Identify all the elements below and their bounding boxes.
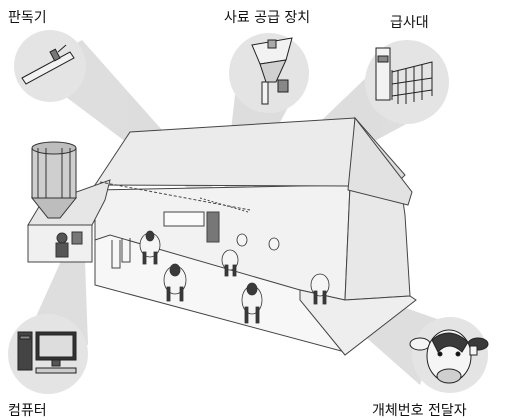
- label-transmitter: 개체번호 전달자: [372, 403, 467, 419]
- feeder-station-unit: [206, 211, 220, 243]
- cow-icon: [310, 273, 330, 305]
- label-feed-stall: 급사대: [390, 15, 429, 31]
- barn-roof-front-right: [299, 289, 417, 356]
- computer-icon: [17, 331, 77, 374]
- cow-icon: [241, 282, 263, 324]
- cow-icon: [236, 233, 280, 251]
- label-computer: 컴퓨터: [8, 403, 47, 419]
- callouts: [8, 30, 489, 394]
- cow-icon: [221, 249, 239, 277]
- feeder-device-icon: [251, 37, 293, 105]
- partition-1: [111, 240, 121, 269]
- operator-figure: [55, 231, 83, 258]
- silo-icon: [30, 141, 78, 219]
- partition-2: [121, 238, 131, 263]
- feeder-station-box: [163, 211, 205, 227]
- feed-rail: [99, 181, 251, 211]
- cows: [139, 230, 330, 324]
- label-feeder-device: 사료 공급 장치: [224, 10, 311, 26]
- cow-icon: [163, 263, 187, 302]
- barn-gable-right: [347, 116, 413, 206]
- cow-head-icon: [409, 329, 489, 384]
- cow-icon: [139, 230, 161, 265]
- feed-stall-icon: [375, 47, 433, 104]
- barn: [27, 116, 417, 356]
- reader-icon: [21, 44, 75, 85]
- label-reader: 판독기: [8, 10, 47, 26]
- feed-rail-2: [199, 197, 249, 213]
